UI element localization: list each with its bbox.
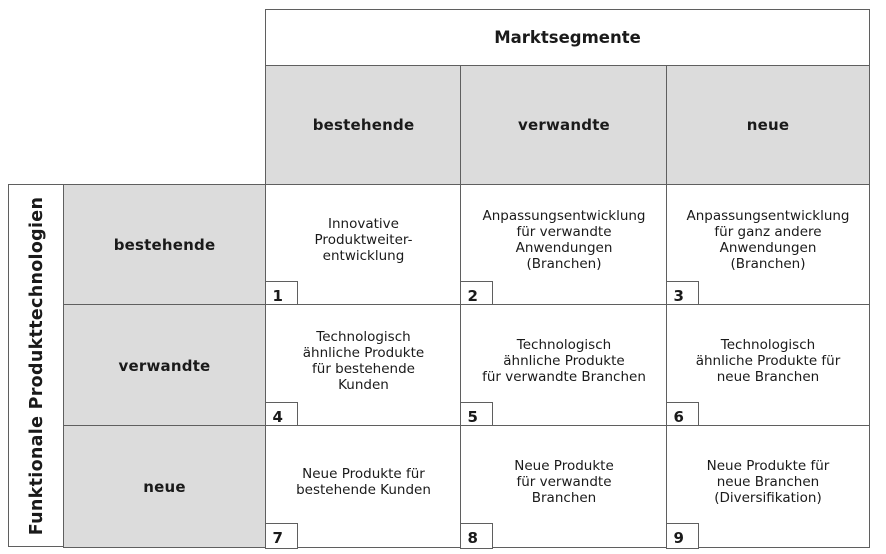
cell-number-badge: 3 [665, 280, 699, 307]
cell-number-badge: 8 [459, 522, 493, 549]
row-axis-title: Funktionale Produkttechnologien [8, 184, 65, 547]
matrix-cell-1: Innovative Produktweiter- entwicklung 1 [264, 184, 462, 307]
cell-number-badge: 5 [459, 401, 493, 428]
cell-text: Anpassungsentwicklung für ganz andere An… [686, 208, 850, 272]
row-header-verwandte: verwandte [63, 304, 266, 427]
cell-text: Technologisch ähnliche Produkte für neue… [695, 336, 841, 385]
cell-number-badge: 7 [264, 522, 298, 549]
row-header-bestehende: bestehende [63, 184, 266, 306]
matrix-cell-8: Neue Produkte für verwandte Branchen 8 [459, 425, 668, 549]
row-header-label: bestehende [113, 236, 216, 254]
column-axis-title-text: Marktsegmente [494, 28, 641, 47]
row-axis-title-text: Funktionale Produkttechnologien [26, 196, 47, 535]
cell-number-badge: 6 [665, 401, 699, 428]
cell-number-badge: 1 [264, 280, 298, 307]
row-header-label: verwandte [118, 356, 211, 375]
column-axis-title: Marktsegmente [265, 9, 870, 66]
matrix-cell-4: Technologisch ähnliche Produkte für best… [264, 304, 462, 428]
column-header-label: verwandte [518, 116, 610, 134]
cell-text: Technologisch ähnliche Produkte für best… [302, 328, 425, 393]
cell-number-badge: 4 [264, 401, 298, 428]
matrix-cell-3: Anpassungsentwicklung für ganz andere An… [665, 184, 870, 307]
cell-number-badge: 9 [665, 522, 699, 549]
column-header-label: neue [746, 116, 790, 134]
cell-text: Neue Produkte für bestehende Kunden [296, 465, 431, 498]
row-header-neue: neue [63, 425, 266, 548]
column-header-bestehende: bestehende [265, 65, 462, 185]
cell-number-badge: 2 [459, 280, 493, 307]
cell-text: Technologisch ähnliche Produkte für verw… [482, 336, 646, 385]
row-header-label: neue [143, 477, 186, 496]
column-header-label: bestehende [312, 116, 415, 134]
matrix-cell-9: Neue Produkte für neue Branchen (Diversi… [665, 425, 870, 549]
cell-text: Anpassungsentwicklung für verwandte Anwe… [482, 208, 646, 272]
cell-text: Innovative Produktweiter- entwicklung [314, 216, 413, 264]
column-header-verwandte: verwandte [460, 65, 668, 185]
matrix-cell-2: Anpassungsentwicklung für verwandte Anwe… [459, 184, 668, 307]
matrix-cell-7: Neue Produkte für bestehende Kunden 7 [264, 425, 462, 549]
column-header-neue: neue [666, 65, 870, 185]
matrix-cell-6: Technologisch ähnliche Produkte für neue… [665, 304, 870, 428]
cell-text: Neue Produkte für neue Branchen (Diversi… [706, 457, 830, 506]
cell-text: Neue Produkte für verwandte Branchen [514, 457, 614, 506]
matrix-cell-5: Technologisch ähnliche Produkte für verw… [459, 304, 668, 428]
